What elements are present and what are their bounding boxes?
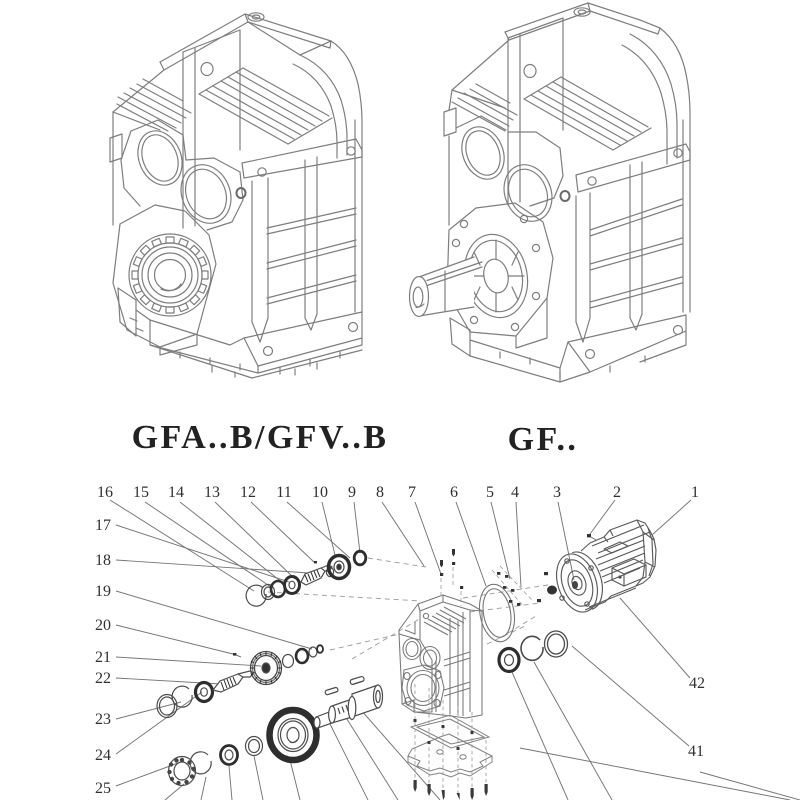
svg-text:7: 7 bbox=[408, 484, 416, 501]
svg-text:13: 13 bbox=[204, 484, 220, 501]
svg-text:8: 8 bbox=[376, 484, 384, 501]
svg-text:GFA..B/GFV..B: GFA..B/GFV..B bbox=[132, 419, 389, 456]
svg-text:23: 23 bbox=[95, 711, 111, 728]
svg-text:42: 42 bbox=[689, 675, 705, 692]
svg-text:3: 3 bbox=[553, 484, 561, 501]
svg-text:1: 1 bbox=[691, 484, 699, 501]
svg-text:12: 12 bbox=[240, 484, 256, 501]
svg-text:25: 25 bbox=[95, 780, 111, 797]
svg-text:15: 15 bbox=[133, 484, 149, 501]
svg-text:22: 22 bbox=[95, 670, 111, 687]
svg-text:11: 11 bbox=[276, 484, 291, 501]
svg-text:14: 14 bbox=[168, 484, 184, 501]
svg-text:18: 18 bbox=[95, 552, 111, 569]
svg-text:17: 17 bbox=[95, 517, 111, 534]
svg-text:16: 16 bbox=[97, 484, 113, 501]
svg-text:21: 21 bbox=[95, 649, 111, 666]
svg-text:41: 41 bbox=[688, 743, 704, 760]
svg-text:9: 9 bbox=[348, 484, 356, 501]
svg-text:4: 4 bbox=[511, 484, 519, 501]
svg-text:10: 10 bbox=[312, 484, 328, 501]
svg-text:20: 20 bbox=[95, 617, 111, 634]
svg-text:24: 24 bbox=[95, 747, 111, 764]
svg-text:2: 2 bbox=[613, 484, 621, 501]
svg-text:5: 5 bbox=[486, 484, 494, 501]
svg-text:19: 19 bbox=[95, 583, 111, 600]
svg-text:6: 6 bbox=[450, 484, 458, 501]
svg-text:GF..: GF.. bbox=[508, 421, 579, 458]
